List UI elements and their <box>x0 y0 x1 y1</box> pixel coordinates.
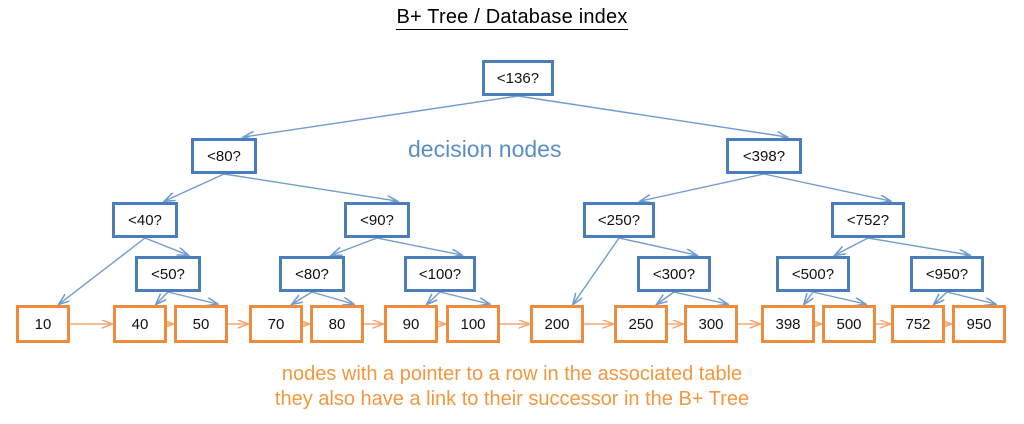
edge-n50-to-l40 <box>156 291 169 304</box>
edge-n250-to-n300 <box>618 237 696 255</box>
edge-n250-to-l200 <box>573 237 620 304</box>
leaf-node-l500[interactable]: 500 <box>822 305 876 343</box>
leaf-node-label: 250 <box>628 315 654 333</box>
edge-n136-to-n80 <box>244 95 519 137</box>
decision-node-n90[interactable]: <90? <box>344 202 410 238</box>
decision-node-n50[interactable]: <50? <box>135 256 201 292</box>
edge-n100-to-l100 <box>439 291 489 304</box>
decision-node-label: <80? <box>207 147 241 165</box>
decision-nodes-label: decision nodes <box>408 136 562 162</box>
leaf-node-l100[interactable]: 100 <box>446 305 500 343</box>
decision-node-n136[interactable]: <136? <box>482 60 554 96</box>
edge-n398-to-n250 <box>641 173 765 201</box>
page-title-text: B+ Tree / Database index <box>396 6 628 30</box>
decision-node-label: <80? <box>295 265 329 283</box>
decision-node-n300[interactable]: <300? <box>637 256 711 292</box>
leaf-node-l752[interactable]: 752 <box>891 305 945 343</box>
leaf-node-l250[interactable]: 250 <box>614 305 668 343</box>
leaf-node-label: 10 <box>34 315 52 333</box>
leaf-node-l90[interactable]: 90 <box>384 305 438 343</box>
decision-node-label: <90? <box>360 211 394 229</box>
edge-n136-to-n398 <box>517 95 787 137</box>
edge-n90-to-n100 <box>376 237 462 255</box>
leaf-nodes-caption: nodes with a pointer to a row in the ass… <box>0 362 1024 412</box>
leaf-node-label: 100 <box>460 315 486 333</box>
edge-n500-to-l398 <box>804 291 813 304</box>
edge-n950-to-l752 <box>934 291 948 304</box>
decision-node-label: <250? <box>597 211 641 229</box>
edge-n50-to-l50 <box>167 291 217 304</box>
edge-n300-to-l250 <box>657 291 675 304</box>
decision-node-label: <300? <box>652 265 696 283</box>
decision-node-label: <752? <box>846 211 890 229</box>
decision-node-n752[interactable]: <752? <box>831 202 905 238</box>
leaf-node-l50[interactable]: 50 <box>174 305 228 343</box>
decision-node-n100[interactable]: <100? <box>404 256 476 292</box>
edge-n40-to-l10 <box>59 237 146 304</box>
leaf-node-l80[interactable]: 80 <box>310 305 364 343</box>
leaf-node-label: 398 <box>775 315 801 333</box>
decision-node-n398[interactable]: <398? <box>726 138 802 174</box>
caption-line-2: they also have a link to their successor… <box>274 388 750 410</box>
leaf-node-l398[interactable]: 398 <box>761 305 815 343</box>
edge-n752-to-n500 <box>835 237 869 255</box>
caption-line-1: nodes with a pointer to a row in the ass… <box>281 363 743 385</box>
leaf-node-label: 752 <box>905 315 931 333</box>
edge-n80b-to-l80 <box>311 291 353 304</box>
leaf-node-label: 40 <box>131 315 149 333</box>
edge-n500-to-l500 <box>812 291 865 304</box>
leaf-node-label: 500 <box>836 315 862 333</box>
edge-n950-to-l950 <box>946 291 995 304</box>
page-title: B+ Tree / Database index <box>0 6 1024 30</box>
edge-n90-to-n80b <box>332 237 378 255</box>
decision-node-n500[interactable]: <500? <box>776 256 850 292</box>
leaf-node-label: 90 <box>402 315 420 333</box>
edge-n40-to-n50 <box>144 237 188 255</box>
decision-node-n80b[interactable]: <80? <box>279 256 345 292</box>
leaf-node-l40[interactable]: 40 <box>113 305 167 343</box>
leaf-node-l200[interactable]: 200 <box>530 305 584 343</box>
edge-n80b-to-l70 <box>292 291 313 304</box>
edge-n100-to-l90 <box>427 291 441 304</box>
leaf-node-label: 70 <box>267 315 285 333</box>
edge-n300-to-l300 <box>673 291 727 304</box>
leaf-node-label: 50 <box>192 315 210 333</box>
decision-node-n80[interactable]: <80? <box>191 138 257 174</box>
decision-node-label: <950? <box>925 265 969 283</box>
edge-n752-to-n950 <box>867 237 969 255</box>
leaf-node-label: 950 <box>966 315 992 333</box>
decision-node-label: <100? <box>418 265 462 283</box>
leaf-node-l300[interactable]: 300 <box>684 305 738 343</box>
edge-n398-to-n752 <box>763 173 890 201</box>
leaf-node-l70[interactable]: 70 <box>249 305 303 343</box>
leaf-node-label: 80 <box>328 315 346 333</box>
decision-node-n40[interactable]: <40? <box>112 202 178 238</box>
edge-n80-to-n90 <box>223 173 397 201</box>
edge-n80-to-n40 <box>165 173 225 201</box>
decision-node-label: <40? <box>128 211 162 229</box>
leaf-node-label: 300 <box>698 315 724 333</box>
leaf-node-l950[interactable]: 950 <box>952 305 1006 343</box>
decision-node-n950[interactable]: <950? <box>910 256 984 292</box>
decision-node-label: <398? <box>742 147 786 165</box>
decision-node-label: <50? <box>151 265 185 283</box>
leaf-node-label: 200 <box>544 315 570 333</box>
decision-node-label: <500? <box>791 265 835 283</box>
decision-node-label: <136? <box>496 69 540 87</box>
leaf-node-l10[interactable]: 10 <box>16 305 70 343</box>
decision-node-n250[interactable]: <250? <box>583 202 655 238</box>
